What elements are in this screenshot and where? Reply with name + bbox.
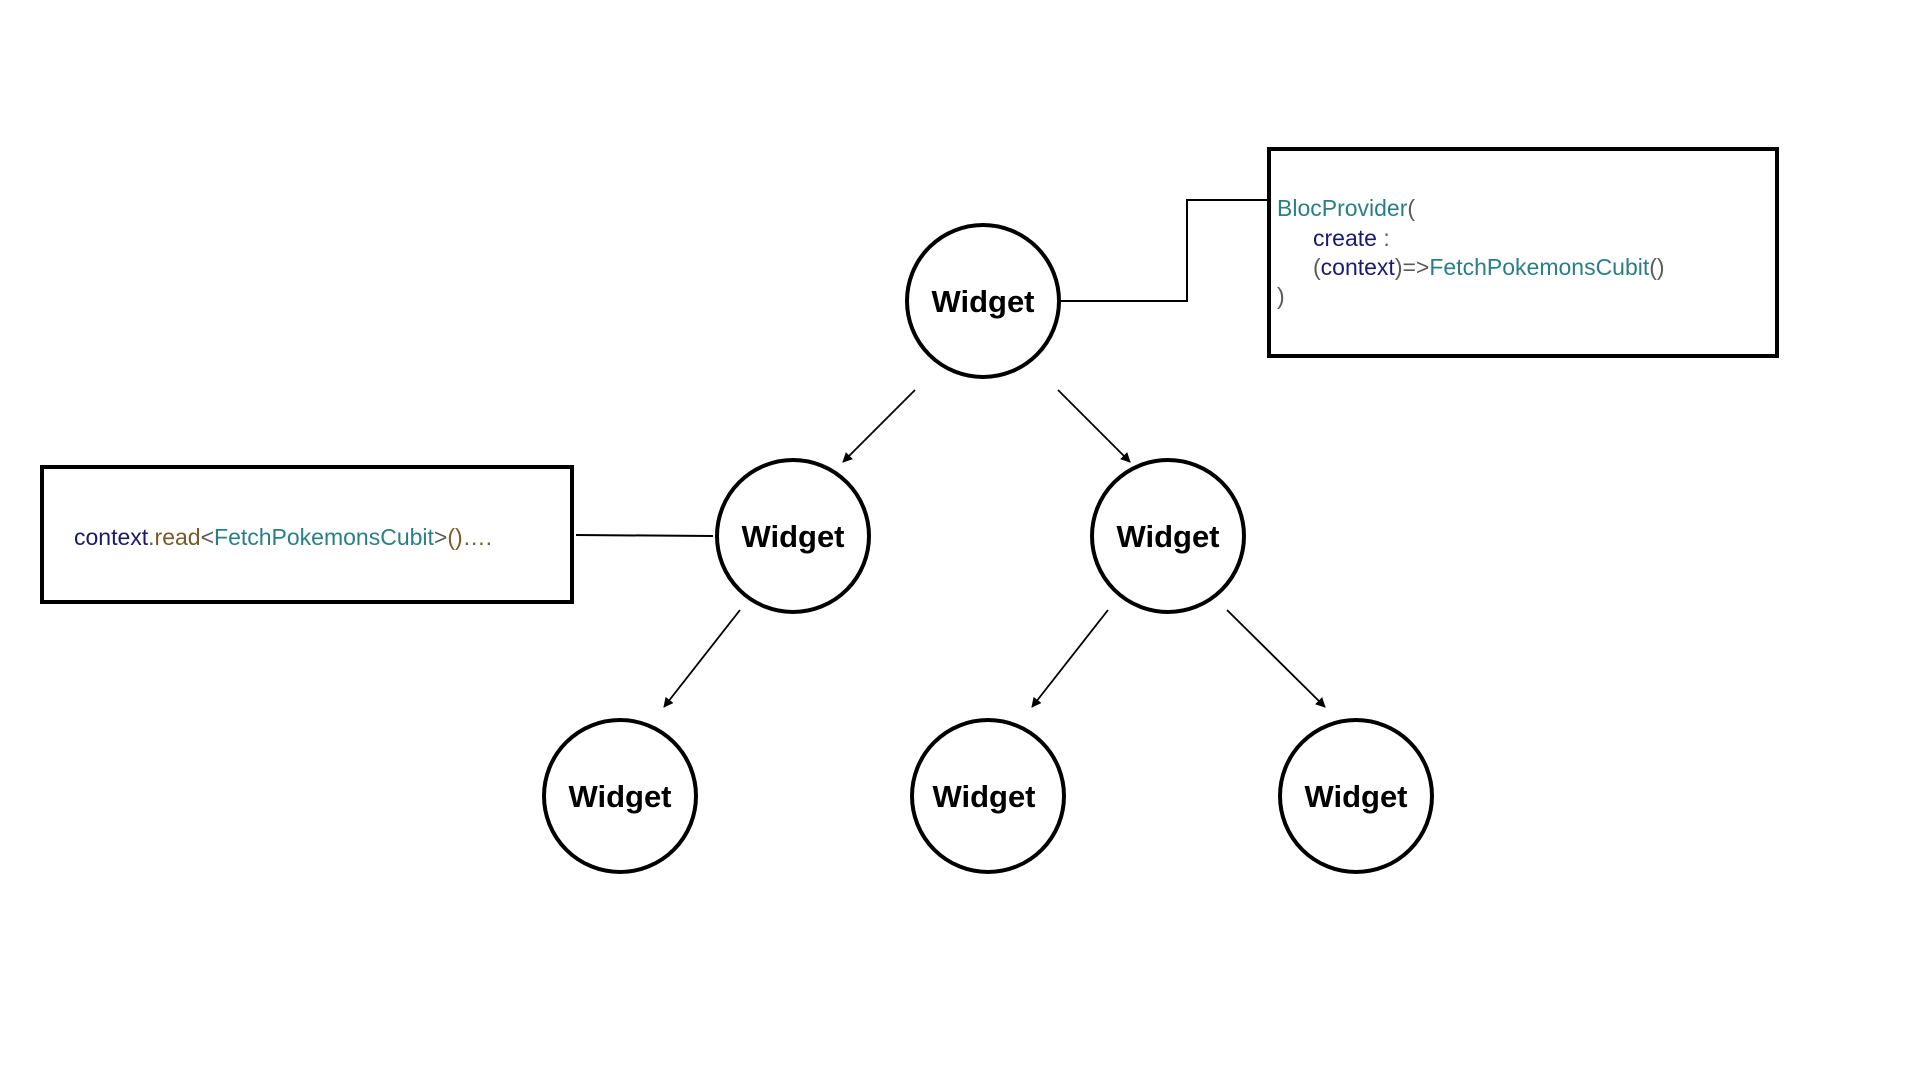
- node-root-circle: [905, 223, 1061, 379]
- node-left-child-circle: [542, 718, 698, 874]
- node-right-child-1: Widget: [910, 718, 1066, 874]
- provider-call-parens: (): [1649, 254, 1664, 280]
- read-method: read: [155, 524, 201, 550]
- provider-box-frame: [1267, 147, 1779, 358]
- provider-line-1: BlocProvider(: [1277, 195, 1415, 221]
- node-root-label: Widget: [931, 284, 1034, 319]
- node-left-child: Widget: [542, 718, 698, 874]
- edge-left-to-left-child: [663, 609, 741, 708]
- provider-arrow: =>: [1403, 254, 1430, 280]
- provider-cubit-call: FetchPokemonsCubit: [1429, 254, 1649, 280]
- node-left-child-label: Widget: [568, 779, 671, 814]
- provider-colon: :: [1377, 225, 1390, 251]
- node-right-child-2-circle: [1278, 718, 1434, 874]
- edge-right-to-right-child-2: [1226, 609, 1326, 708]
- provider-box: BlocProvider( create : (context)=>FetchP…: [1267, 147, 1779, 358]
- read-lt: <: [201, 524, 214, 550]
- edge-root-to-left: [842, 389, 916, 463]
- read-box-frame: [40, 465, 574, 604]
- node-root: Widget: [905, 223, 1061, 379]
- node-right-circle: [1090, 458, 1246, 614]
- provider-arg-close-paren: ): [1395, 254, 1403, 280]
- read-context-object: context: [74, 524, 149, 550]
- node-right-label: Widget: [1116, 519, 1219, 554]
- read-rest: ()….: [447, 524, 492, 550]
- read-box: context.read<FetchPokemonsCubit>()….: [40, 465, 574, 604]
- provider-close-paren: ): [1277, 283, 1285, 309]
- provider-line-4: ): [1277, 283, 1285, 309]
- provider-connector: [1061, 199, 1270, 302]
- tree-edges: [663, 389, 1326, 708]
- provider-context-arg: context: [1321, 254, 1396, 280]
- provider-class-name: BlocProvider: [1277, 195, 1408, 221]
- node-right-child-1-circle: [910, 718, 1066, 874]
- node-right: Widget: [1090, 458, 1246, 614]
- edge-right-to-right-child-1: [1031, 609, 1109, 708]
- node-right-child-1-label: Widget: [932, 779, 1035, 814]
- read-type-name: FetchPokemonsCubit: [214, 524, 434, 550]
- node-right-child-2-label: Widget: [1304, 779, 1407, 814]
- node-right-child-2: Widget: [1278, 718, 1434, 874]
- provider-arg-open-paren: (: [1313, 254, 1321, 280]
- provider-line-2: create :: [1313, 225, 1390, 251]
- read-dot: .: [148, 524, 154, 550]
- provider-line-3: (context)=>FetchPokemonsCubit(): [1313, 254, 1665, 280]
- provider-create-param: create: [1313, 225, 1377, 251]
- edge-root-to-right: [1057, 389, 1131, 463]
- annotation-connectors: [575, 199, 1270, 537]
- node-left-label: Widget: [741, 519, 844, 554]
- node-left: Widget: [715, 458, 871, 614]
- read-code-line: context.read<FetchPokemonsCubit>()….: [74, 524, 492, 550]
- node-left-circle: [715, 458, 871, 614]
- read-gt: >: [434, 524, 447, 550]
- provider-open-paren: (: [1407, 195, 1415, 221]
- read-connector: [575, 534, 714, 537]
